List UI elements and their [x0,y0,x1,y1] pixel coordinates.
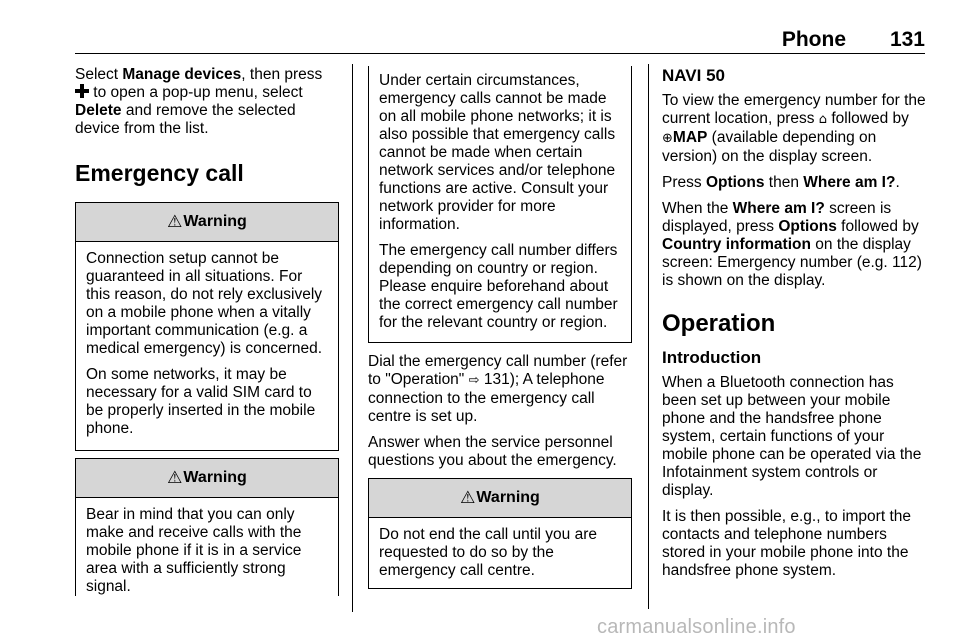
warning-box-3: ⚠ Warning Do not end the call until you … [368,478,632,589]
watermark: carmanualsonline.info [597,616,796,638]
warning-triangle-icon: ⚠ [460,488,476,508]
navi-globe-icon: ⊕ [662,131,673,146]
emergency-call-heading: Emergency call [75,160,244,186]
navi-paragraph-2: Press Options then Where am I?. [662,174,900,191]
warning-body: Do not end the call until you are reques… [379,526,597,579]
page-header: Phone 131 [75,28,925,52]
warning-body: Connection setup cannot be guaranteed in… [86,250,323,437]
column-3: NAVI 50 To view the emergency number for… [662,66,926,588]
warning-triangle-icon: ⚠ [167,212,183,232]
warning-header: ⚠ Warning [76,203,338,242]
column-divider-2 [648,64,649,609]
plus-icon [75,84,89,98]
header-rule [75,53,925,54]
home-icon: ⌂ [818,112,828,127]
warning-header: ⚠ Warning [369,479,631,518]
column-divider-1 [352,64,353,612]
intro-paragraph-2: It is then possible, e.g., to import the… [662,508,911,579]
introduction-heading: Introduction [662,348,762,367]
operation-heading: Operation [662,310,776,337]
warning-triangle-icon: ⚠ [167,468,183,488]
intro-paragraph-1: When a Bluetooth connection has been set… [662,374,922,499]
navi-paragraph-3: When the Where am I? screen is displayed… [662,200,922,289]
manage-devices-paragraph: Select Manage devices, then press to ope… [75,66,323,137]
reference-arrow-icon: ⇨ [468,373,480,388]
section-title: Phone [781,28,846,51]
answer-paragraph: Answer when the service personnel questi… [368,434,617,469]
warning-box-2: ⚠ Warning Bear in mind that you can only… [75,458,339,596]
info-box: Under certain circumstances, emergency c… [368,66,632,343]
warning-header: ⚠ Warning [76,459,338,498]
navi-paragraph-1: To view the emergency number for the cur… [662,92,926,165]
dial-paragraph: Dial the emergency call number (refer to… [368,353,628,425]
warning-box-1: ⚠ Warning Connection setup cannot be gua… [75,202,339,451]
column-2: Under certain circumstances, emergency c… [368,66,632,589]
warning-body: Bear in mind that you can only make and … [86,506,302,595]
page-number: 131 [889,28,925,51]
navi-heading: NAVI 50 [662,66,725,85]
column-1: Select Manage devices, then press to ope… [75,66,339,596]
